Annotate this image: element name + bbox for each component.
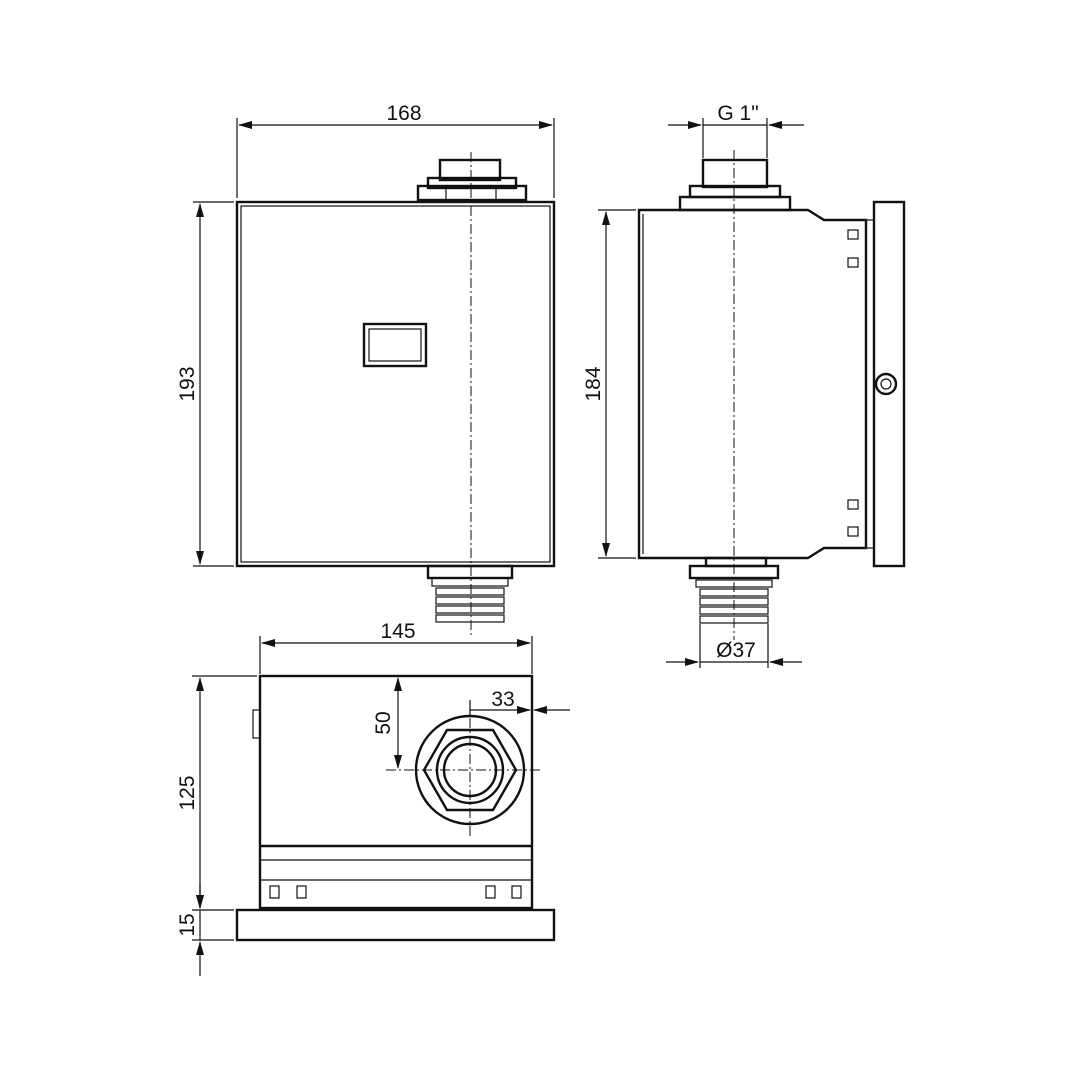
dim-label-15: 15 [176, 913, 199, 936]
sensor-window [362, 322, 428, 368]
side-outlet-fitting [688, 556, 780, 624]
dim-bottom-depth: 125 [176, 675, 257, 911]
front-housing [235, 200, 556, 568]
dim-label-33: 33 [491, 688, 514, 711]
dim-offset-horizontal: 33 [469, 688, 570, 716]
dim-label-50: 50 [372, 711, 395, 734]
dim-label-thread: G 1" [717, 102, 758, 125]
dim-label-37: Ø37 [716, 639, 756, 662]
front-inlet-fitting [416, 158, 528, 202]
bottom-mounting-plate [235, 908, 556, 942]
dim-label-193: 193 [176, 366, 199, 401]
front-view: 168 193 [176, 102, 556, 636]
dim-label-125: 125 [176, 775, 199, 810]
dim-front-height: 193 [176, 201, 234, 567]
bottom-view: 145 125 15 50 33 [176, 620, 570, 976]
side-mounting-plate [872, 200, 906, 568]
side-housing [637, 208, 868, 560]
bottom-housing [258, 674, 534, 910]
dim-bottom-width: 145 [259, 620, 533, 674]
side-view: G 1" 184 Ø37 [582, 102, 906, 668]
dim-label-145: 145 [380, 620, 415, 643]
dim-offset-vertical: 50 [372, 677, 402, 769]
dim-label-184: 184 [582, 366, 605, 401]
dim-label-168: 168 [386, 102, 421, 125]
dim-side-height: 184 [582, 209, 636, 559]
side-inlet-fitting [678, 158, 792, 212]
dim-front-width: 168 [236, 102, 555, 198]
dim-outlet-diameter: Ø37 [666, 624, 802, 668]
mounting-screw-icon [874, 372, 898, 396]
dim-plate-thickness: 15 [176, 884, 234, 976]
front-outlet-fitting [426, 564, 514, 623]
dim-thread: G 1" [668, 102, 804, 158]
